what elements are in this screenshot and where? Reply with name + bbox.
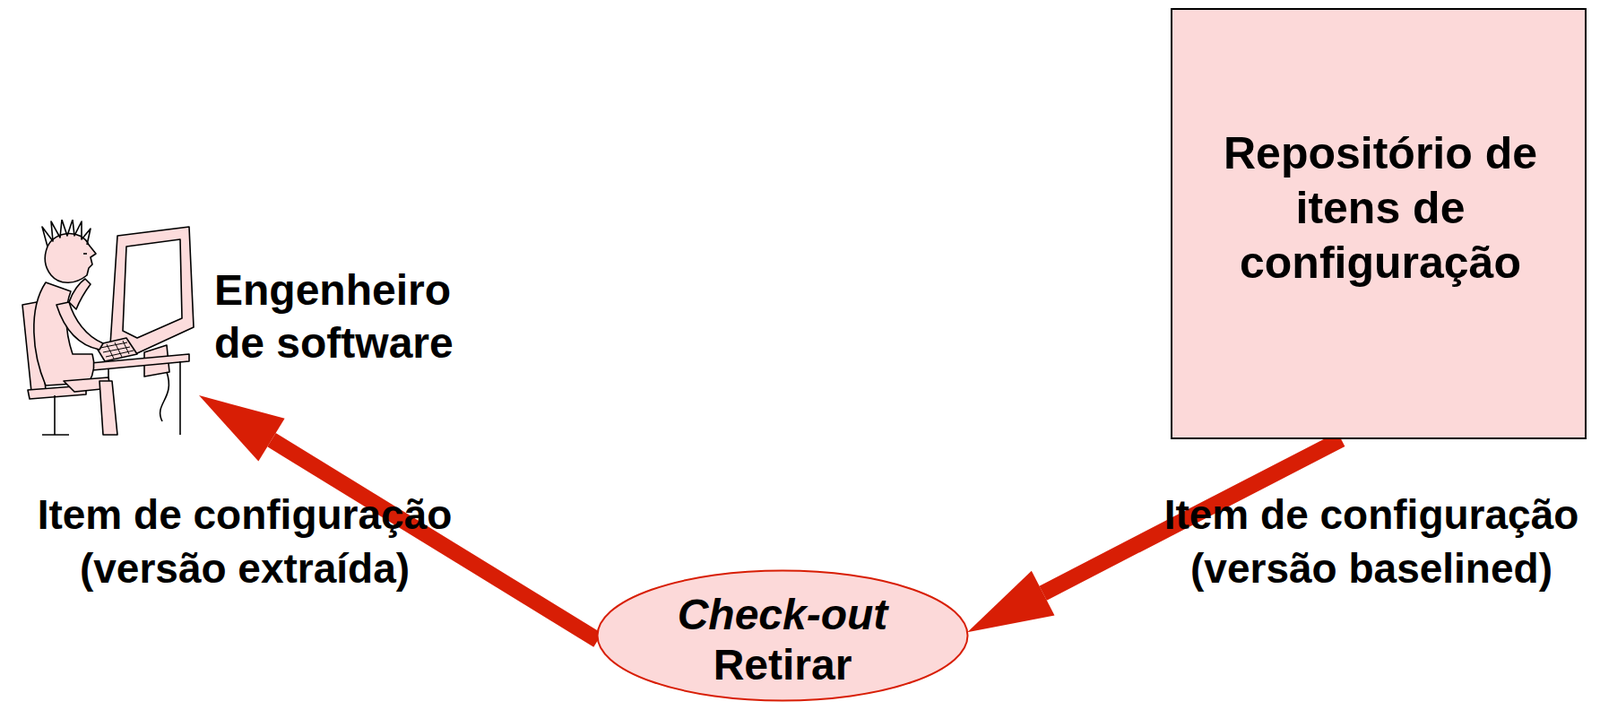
- edge-label: Item de configuração (versão extraída): [20, 488, 469, 597]
- arrow-head: [198, 395, 286, 462]
- repository-box: Repositório de itens de configuração: [1170, 8, 1587, 440]
- edge-label: Item de configuração (versão baselined): [1151, 488, 1592, 597]
- node-text: Engenheiro de software: [214, 264, 502, 370]
- arrow-shaft: [271, 440, 598, 640]
- arrow-head: [967, 570, 1055, 632]
- actor-node: Engenheiro de software: [9, 219, 199, 440]
- engineer-illustration: [9, 219, 199, 440]
- node-text: Retirar: [596, 639, 969, 692]
- node-text: Repositório de itens de configuração: [1172, 126, 1589, 291]
- process-ellipse: Check-outRetirar: [596, 569, 969, 702]
- node-text: Check-out: [596, 588, 969, 642]
